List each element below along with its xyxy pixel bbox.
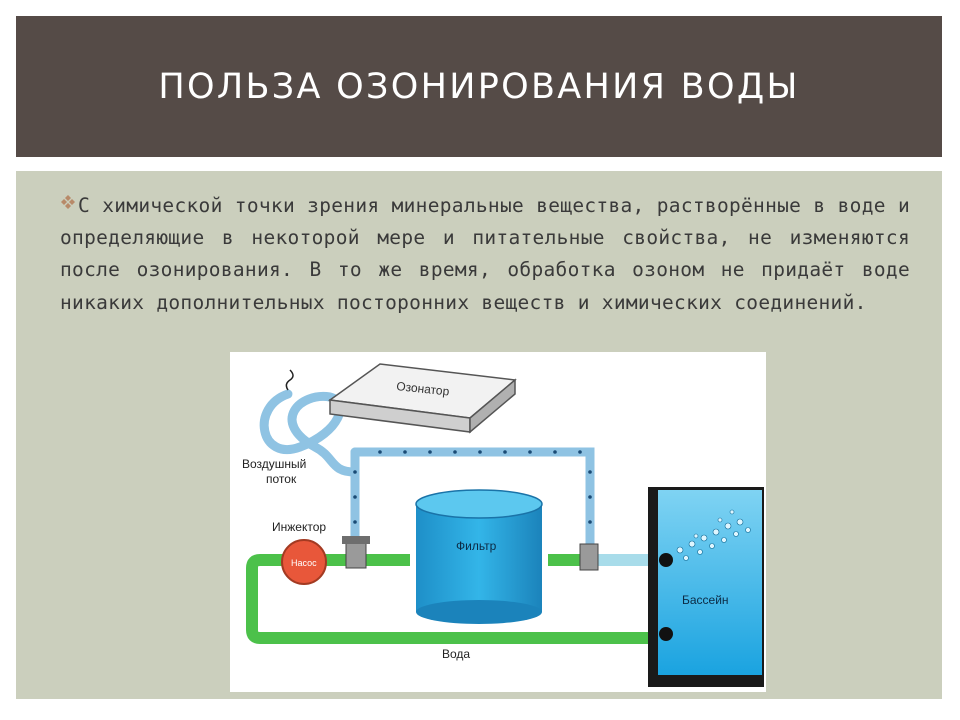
body-paragraph: С химической точки зрения минеральные ве… [60,190,910,319]
ozonator-label: Озонатор [396,379,451,399]
pump-icon: Насос [281,539,327,585]
filter-icon: Фильтр [415,489,543,624]
air-tube [259,389,595,552]
injector-icon [342,536,370,569]
pool-icon: Бассейн [648,487,764,687]
air-bubbles [353,450,592,524]
filter-label: Фильтр [456,539,497,553]
air-flow-label-2: поток [266,472,297,486]
pump-label: Насос [291,558,317,568]
air-flow-label-1: Воздушный [242,457,306,471]
diamond-bullet-icon [60,194,78,216]
valve-icon [579,543,599,571]
slide-title: ПОЛЬЗА ОЗОНИРОВАНИЯ ВОДЫ [158,66,800,107]
ozonator-icon: Озонатор [328,363,517,434]
paragraph-text: С химической точки зрения минеральные ве… [60,194,910,314]
power-cord [285,369,294,391]
pool-label: Бассейн [682,593,729,607]
injector-label: Инжектор [272,520,326,534]
ozonation-diagram: Озонатор Насос Фильтр [230,352,766,692]
water-label: Вода [442,647,470,661]
title-bar: ПОЛЬЗА ОЗОНИРОВАНИЯ ВОДЫ [16,16,942,157]
